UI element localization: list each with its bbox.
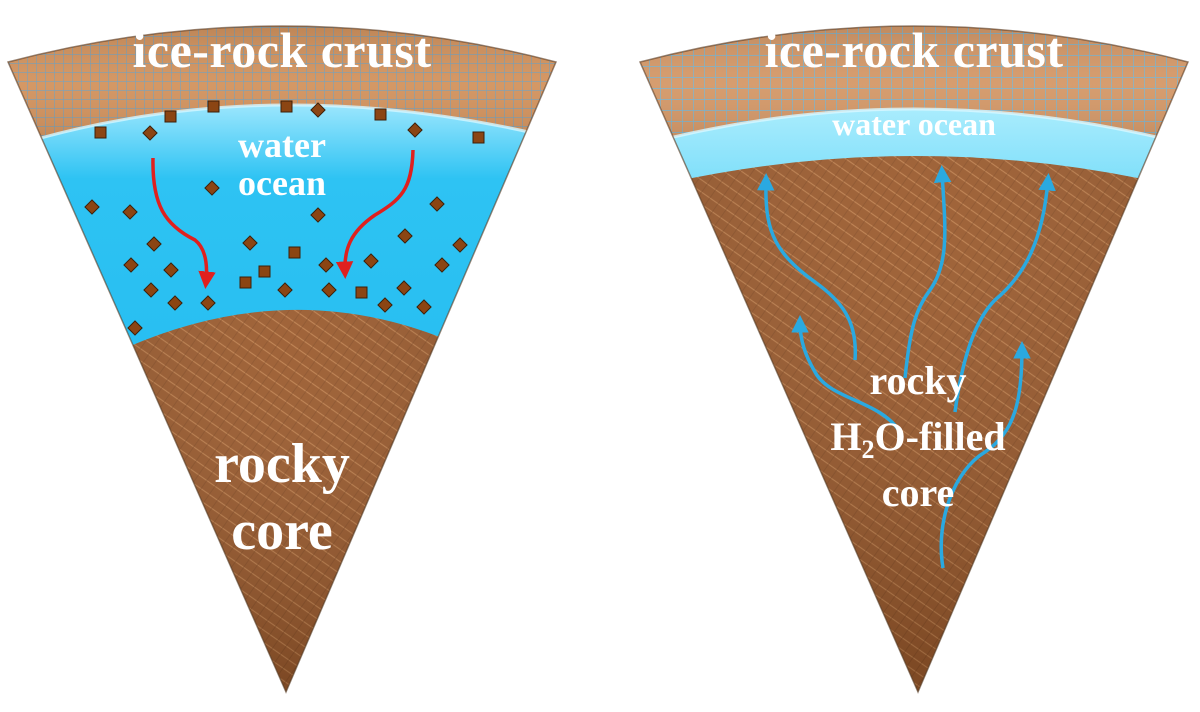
right-core-label-line3: core [882,470,955,515]
right-core-label-sub: 2 [862,435,875,464]
left-sink-arrow-1 [151,157,216,289]
left-sink-arrow-2 [335,149,415,279]
left-ocean-label-line2: ocean [238,163,326,203]
right-ocean-label: water ocean [832,106,996,142]
right-core-label-line2: H2O-filled [830,414,1005,464]
right-rise-arrow-1 [757,173,858,361]
right-wedge: ice-rock crust water ocean rocky H2O-fil… [638,22,1190,694]
left-crust-label: ice-rock crust [132,22,431,78]
right-rise-arrow-4 [791,315,902,433]
left-ocean-label-line1: water [238,125,326,165]
right-rise-arrow-3 [953,173,1056,413]
right-rise-arrow-5 [939,341,1031,569]
left-core-label-line2: core [231,500,333,562]
left-sinking-particles [84,100,485,336]
left-wedge: ice-rock crust water ocean rocky core [6,22,558,694]
right-core-label-h: H [830,414,861,459]
right-crust-label: ice-rock crust [764,22,1063,78]
right-core-label-line1: rocky [869,358,966,403]
right-rise-arrow-2 [903,165,952,379]
left-core-label-line1: rocky [214,433,350,495]
right-rising-water-arrows [757,165,1056,569]
right-core-label-rest: O-filled [875,414,1006,459]
